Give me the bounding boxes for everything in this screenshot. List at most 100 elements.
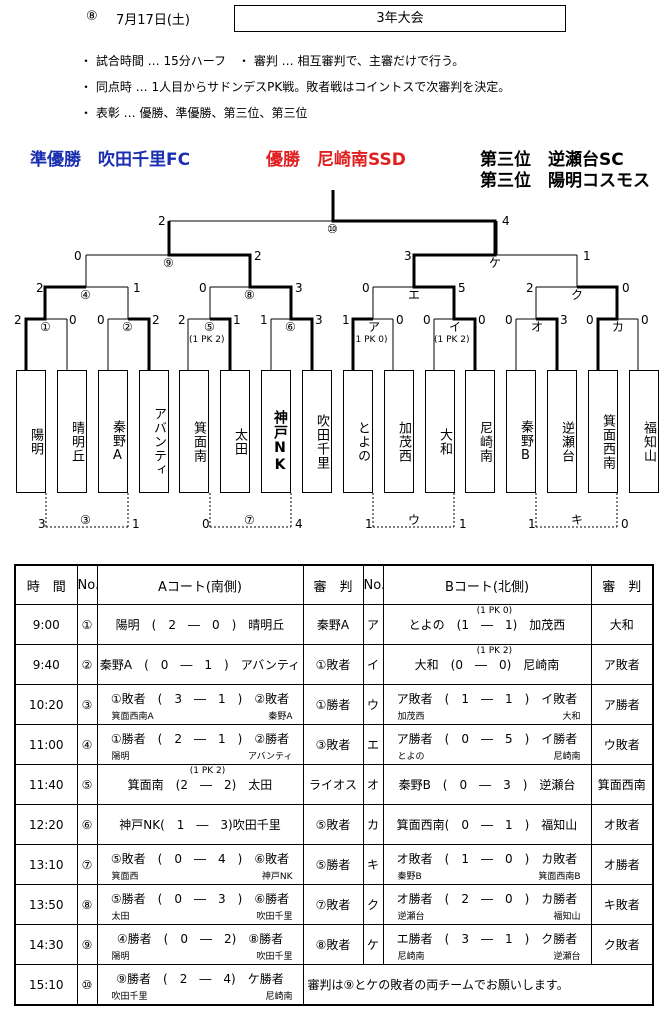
team-subnote-left: 加茂西: [397, 712, 425, 722]
team-14: 逆瀬台: [547, 370, 577, 493]
a-no-cell: ⑩: [76, 964, 98, 1006]
b-ref-cell: ウ敗者: [590, 724, 654, 765]
score: 2: [178, 313, 186, 327]
a-match-cell: 秦野A ( 0 ― 1 ) アバンティ: [96, 644, 304, 685]
b-match-cell: 秦野B ( 0 ― 3 ) 逆瀬台: [382, 764, 592, 805]
b-match-cell: ア勝者 ( 0 ― 5 ) イ勝者とよの尼崎南: [382, 724, 592, 765]
a-match-cell-text: ①敗者 ( 3 ― 1 ) ②敗者: [110, 692, 290, 706]
b-no-cell-text: ア: [366, 618, 379, 632]
b-ref-cell-text: ア勝者: [603, 698, 640, 712]
a-no-cell: ④: [76, 724, 98, 765]
b-no-cell: イ: [362, 644, 384, 685]
time-cell: 13:10: [14, 844, 78, 885]
a-match-cell-text: ⑨勝者 ( 2 ― 4) ケ勝者: [116, 972, 284, 986]
team-10: 加茂西: [384, 370, 414, 493]
a-ref-cell-text: ③敗者: [315, 738, 351, 752]
a-no-cell: ⑨: [76, 924, 98, 965]
a-ref-cell-text: ⑦敗者: [315, 898, 351, 912]
score: 0: [505, 313, 513, 327]
a-no-cell-text: ⑦: [81, 857, 93, 872]
match-label-1: ①: [40, 320, 51, 334]
match-label-4: ④: [80, 288, 91, 302]
a-no-cell-text: ⑥: [81, 817, 93, 832]
team-subnote-left: 太田: [111, 912, 130, 922]
time-cell-text: 13:10: [28, 857, 64, 872]
b-no-cell-text: キ: [366, 858, 379, 872]
team-16: 福知山: [629, 370, 659, 493]
team-12: 尼崎南: [465, 370, 495, 493]
match-label-6: ⑥: [285, 320, 296, 334]
team-11: 大和: [425, 370, 455, 493]
score: 5: [458, 281, 466, 295]
a-no-cell: ⑧: [76, 884, 98, 925]
score: 0: [622, 281, 630, 295]
a-no-cell-text: ④: [81, 737, 93, 752]
a-ref-cell-text: ①勝者: [315, 698, 351, 712]
match-label-i: イ: [449, 320, 462, 334]
pk-note-i: (1 PK 2): [434, 335, 470, 345]
b-match-cell-text: ア勝者 ( 0 ― 5 ) イ勝者: [396, 732, 578, 746]
b-no-cell: エ: [362, 724, 384, 765]
team-1: 陽明: [16, 370, 46, 493]
time-cell-text: 9:00: [32, 617, 60, 632]
b-ref-cell: 箕面西南: [590, 764, 654, 805]
score: 3: [38, 517, 46, 531]
team-6: 太田: [220, 370, 250, 493]
score: 0: [74, 249, 82, 263]
b-ref-cell: オ勝者: [590, 844, 654, 885]
a-no-cell-text: ⑤: [81, 777, 93, 792]
col-header-court-b: Bコート(北側): [382, 564, 592, 605]
match-label-ke: ケ: [489, 256, 502, 270]
match-label-8: ⑧: [244, 288, 255, 302]
a-no-cell-text: ⑩: [81, 977, 93, 992]
score: 1: [459, 517, 467, 531]
score: 0: [97, 313, 105, 327]
match-label-5: ⑤: [204, 320, 215, 334]
time-cell: 11:40: [14, 764, 78, 805]
note-cell: 審判は⑨とケの敗者の両チームでお願いします。: [302, 964, 654, 1006]
team-subnote-right: 神戸NK: [261, 872, 293, 882]
header-number: ⑧: [86, 9, 98, 24]
time-cell-text: 14:30: [28, 937, 64, 952]
b-ref-cell: 大和: [590, 604, 654, 645]
b-no-cell-text: オ: [366, 778, 379, 792]
time-cell: 13:50: [14, 884, 78, 925]
a-ref-cell: 秦野A: [302, 604, 364, 645]
b-ref-cell-text: キ敗者: [603, 898, 640, 912]
b-no-cell: オ: [362, 764, 384, 805]
score: 0: [641, 313, 649, 327]
a-match-cell: ⑤勝者 ( 0 ― 3 ) ⑥勝者太田 吹田千里: [96, 884, 304, 925]
time-cell-text: 13:50: [28, 897, 64, 912]
team-5: 箕面南: [179, 370, 209, 493]
a-ref-cell: ①勝者: [302, 684, 364, 725]
time-cell-text: 12:20: [28, 817, 64, 832]
score: 1: [583, 249, 591, 263]
match-label-u: ウ: [408, 513, 421, 527]
note-text: 審判は⑨とケの敗者の両チームでお願いします。: [307, 978, 569, 992]
b-no-cell: カ: [362, 804, 384, 845]
score: 0: [478, 313, 486, 327]
match-label-9: ⑨: [163, 256, 174, 270]
col-header-no-a: No.: [76, 564, 99, 605]
team-subnote-left: 秦野B: [397, 872, 422, 882]
score: 1: [365, 517, 373, 531]
team-subnote-right: 吹田千里: [256, 912, 293, 922]
b-match-cell: エ勝者 ( 3 ― 1 ) ク勝者尼崎南逆瀬台: [382, 924, 592, 965]
a-match-cell-text: 神戸NK( 1 ― 3)吹田千里: [119, 818, 281, 832]
b-no-cell: ク: [362, 884, 384, 925]
score: 4: [502, 214, 510, 228]
a-match-cell-text: ⑤勝者 ( 0 ― 3 ) ⑥勝者: [110, 892, 290, 906]
col-header-no-b: No.: [362, 564, 385, 605]
score: 1: [342, 313, 350, 327]
runner-up: 準優勝 吹田千里FC: [30, 150, 191, 170]
team-subnote-right: アバンティ: [247, 752, 293, 762]
b-ref-cell-text: オ敗者: [603, 818, 640, 832]
time-cell: 10:20: [14, 684, 78, 725]
team-subnote-right: 吹田千里: [256, 952, 293, 962]
time-cell: 14:30: [14, 924, 78, 965]
b-ref-cell: オ敗者: [590, 804, 654, 845]
